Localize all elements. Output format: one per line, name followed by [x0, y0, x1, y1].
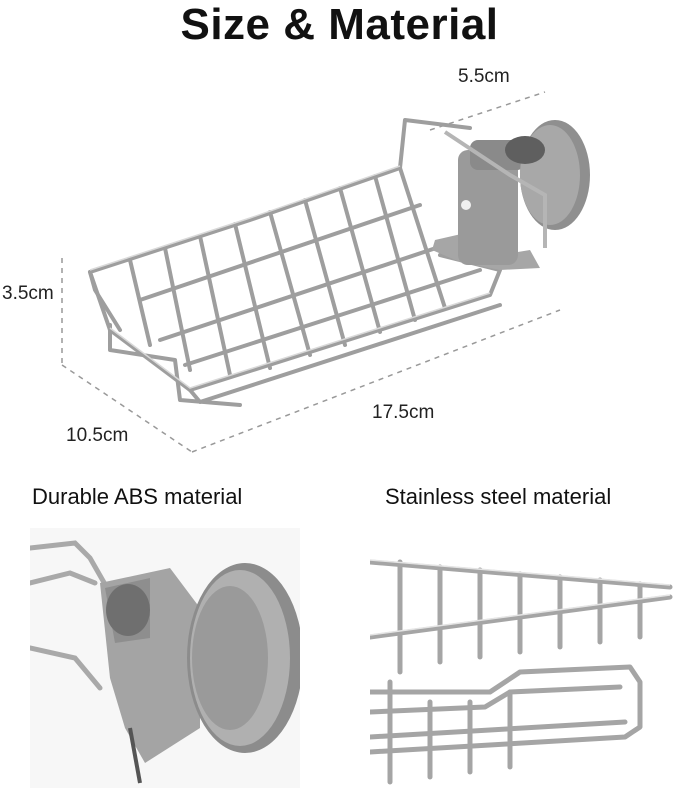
steel-closeup-photo	[370, 542, 679, 788]
page-title: Size & Material	[180, 0, 499, 49]
dimension-length-label: 17.5cm	[372, 402, 435, 423]
product-rack-illustration	[61, 91, 590, 453]
dimension-width-label: 10.5cm	[66, 425, 129, 446]
abs-material-caption: Durable ABS material	[32, 484, 243, 509]
dimension-depth-label: 5.5cm	[458, 66, 510, 87]
dimension-height-label: 3.5cm	[2, 283, 54, 304]
steel-material-caption: Stainless steel material	[385, 484, 612, 509]
abs-closeup-photo	[30, 528, 300, 788]
